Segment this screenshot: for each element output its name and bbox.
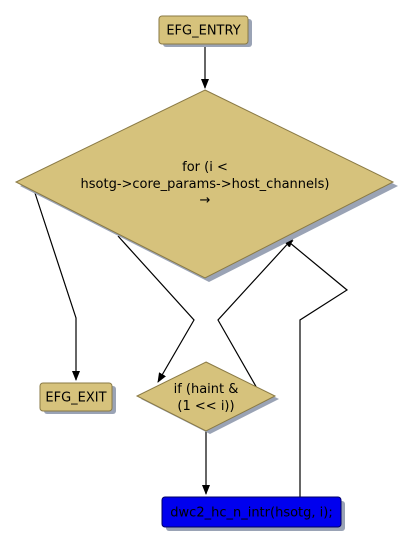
node-efg-exit-box	[39, 382, 113, 412]
node-for-loop: for (i < hsotg->core_params->host_channe…	[14, 89, 398, 282]
node-hc-n-intr-call: dwc2_hc_n_intr(hsotg, i);	[161, 496, 345, 531]
edge-loop-to-cond	[117, 235, 195, 383]
node-for-loop-shape	[14, 89, 395, 279]
node-efg-exit: EFG_EXIT	[39, 382, 116, 414]
node-efg-exit-label: EFG_EXIT	[45, 391, 106, 406]
node-hc-n-intr-call-box	[161, 496, 342, 528]
node-if-condition-shape	[135, 361, 277, 432]
edges	[33, 45, 349, 497]
node-hc-n-intr-call-label: dwc2_hc_n_intr(hsotg, i);	[170, 506, 332, 521]
node-for-loop-line-2: hsotg->core_params->host_channels)	[81, 177, 330, 192]
node-for-loop-line-3: →	[200, 193, 211, 208]
edge-loop-to-exit	[33, 189, 80, 381]
edge-call-back-to-loop	[283, 237, 349, 497]
node-if-condition-line-2: (1 << i))	[177, 399, 234, 414]
node-efg-entry-box	[158, 15, 249, 45]
node-if-condition: if (haint & (1 << i))	[135, 361, 279, 434]
node-efg-entry: EFG_ENTRY	[158, 15, 252, 47]
node-if-condition-line-1: if (haint &	[174, 382, 239, 397]
node-for-loop-line-1: for (i <	[182, 160, 228, 175]
node-efg-entry-label: EFG_ENTRY	[166, 24, 240, 39]
edge-cond-back-to-loop	[217, 237, 294, 391]
